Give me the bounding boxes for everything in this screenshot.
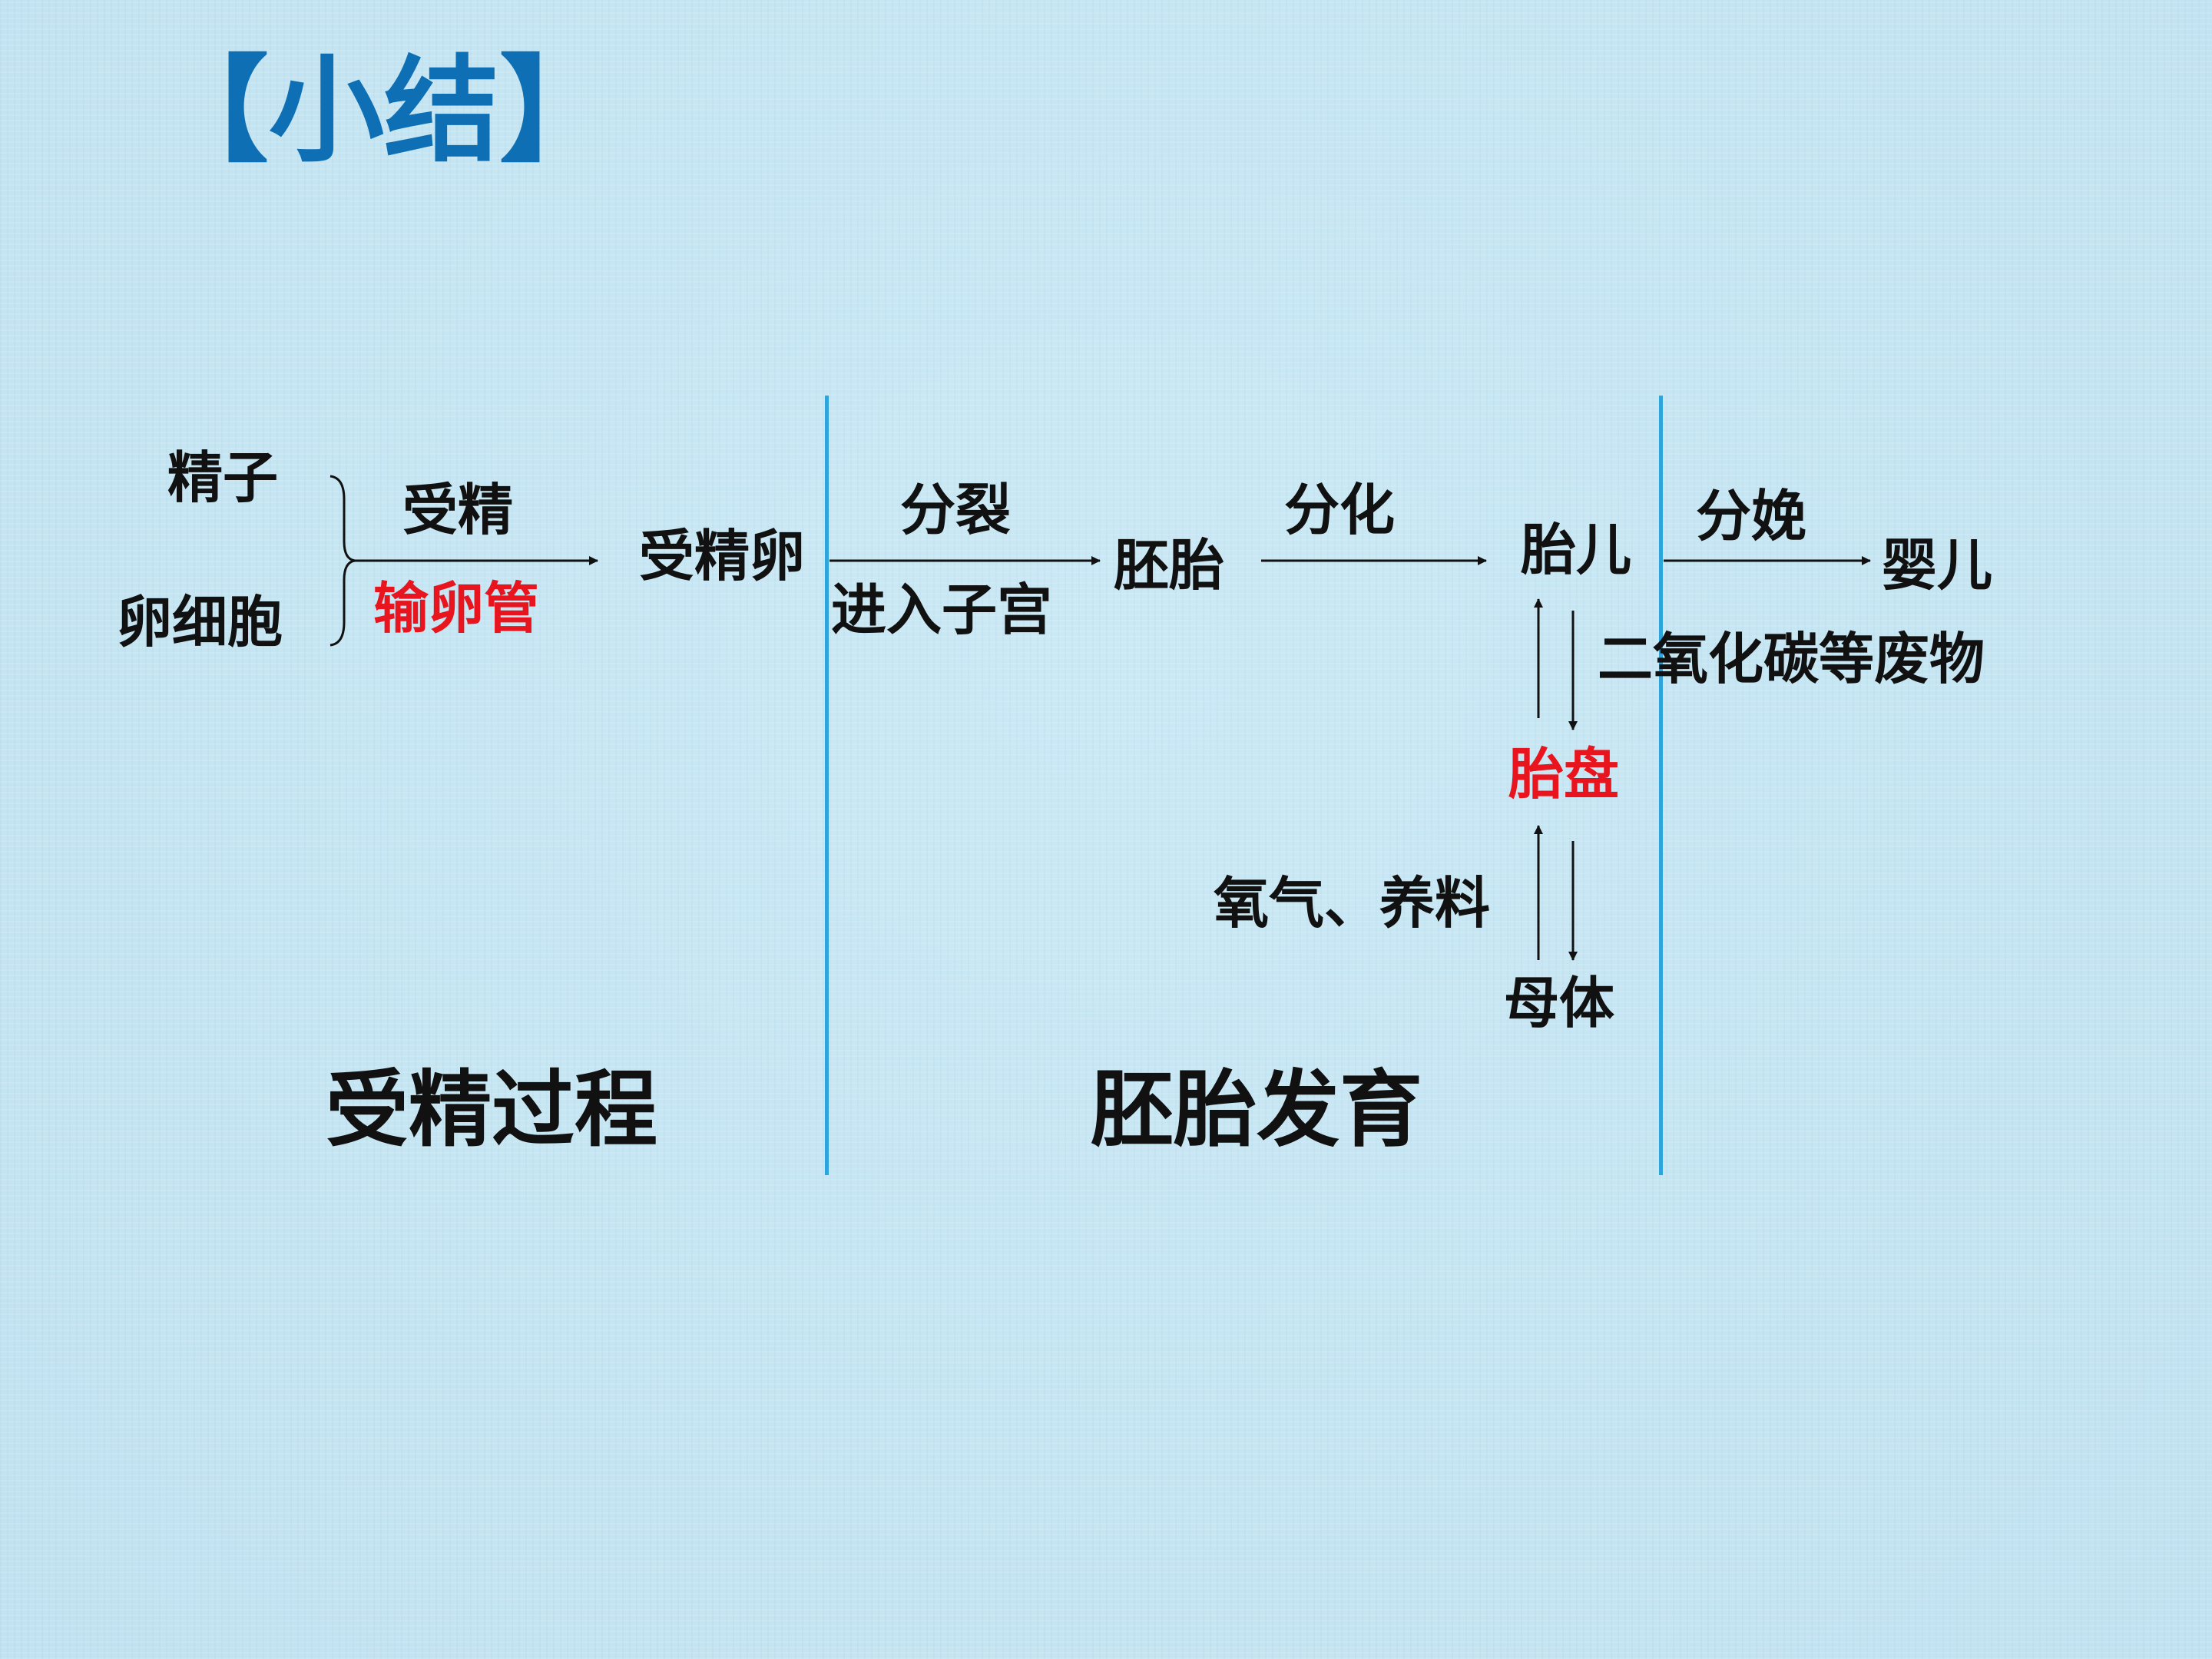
section-label-development: 胚胎发育 [1091, 1062, 1423, 1158]
fetus-label: 胎儿 [1521, 518, 1632, 582]
enter-uterus-label: 进入子宫 [831, 578, 1053, 642]
differentiation-label: 分化 [1284, 478, 1396, 542]
divider-right [1659, 396, 1663, 1175]
zygote-label: 受精卵 [639, 524, 806, 588]
divider-left [825, 396, 829, 1175]
oviduct-label: 输卵管 [373, 576, 540, 641]
embryo-label: 胚胎 [1114, 533, 1225, 598]
baby-label: 婴儿 [1882, 533, 1993, 598]
placenta-label: 胎盘 [1508, 742, 1620, 806]
sperm-label: 精子 [167, 445, 279, 510]
slide-title: 【小结】 [154, 45, 615, 178]
birth-label: 分娩 [1696, 484, 1807, 548]
mother-label: 母体 [1504, 971, 1615, 1035]
fertilization-label: 受精 [402, 478, 514, 542]
cleavage-label: 分裂 [900, 478, 1012, 542]
section-label-fertilization: 受精过程 [326, 1062, 658, 1158]
nutrient-label: 氧气、养料 [1214, 871, 1491, 935]
waste-label: 二氧化碳等废物 [1598, 627, 1985, 691]
brace [329, 475, 356, 647]
egg-cell-label: 卵细胞 [117, 590, 283, 654]
